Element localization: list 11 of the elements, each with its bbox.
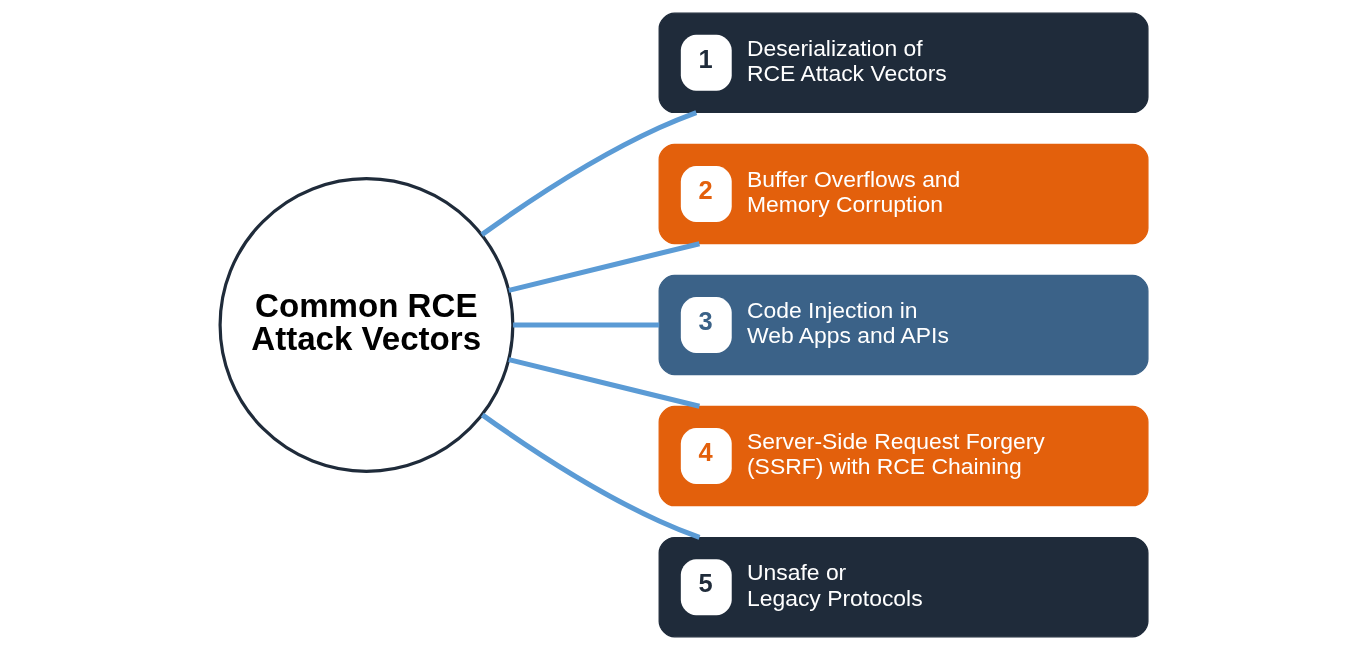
node-box: 4 Server-Side Request Forgery (SSRF) with RCE Chaining [658, 405, 1149, 507]
node-box: 2 Buffer Overflows and Memory Corruption [658, 143, 1149, 245]
connector [479, 110, 697, 237]
node-box: 3 Code Injection in Web Apps and APIs [658, 274, 1149, 376]
connector [480, 412, 700, 540]
connector [507, 357, 700, 409]
connector [507, 241, 700, 293]
node-circle: Common RCE Attack Vectors [218, 177, 514, 473]
connector [512, 322, 659, 328]
node-box: 5 Unsafe or Legacy Protocols [658, 536, 1149, 638]
node-box: 1 Deserialization of RCE Attack Vectors [658, 12, 1149, 114]
